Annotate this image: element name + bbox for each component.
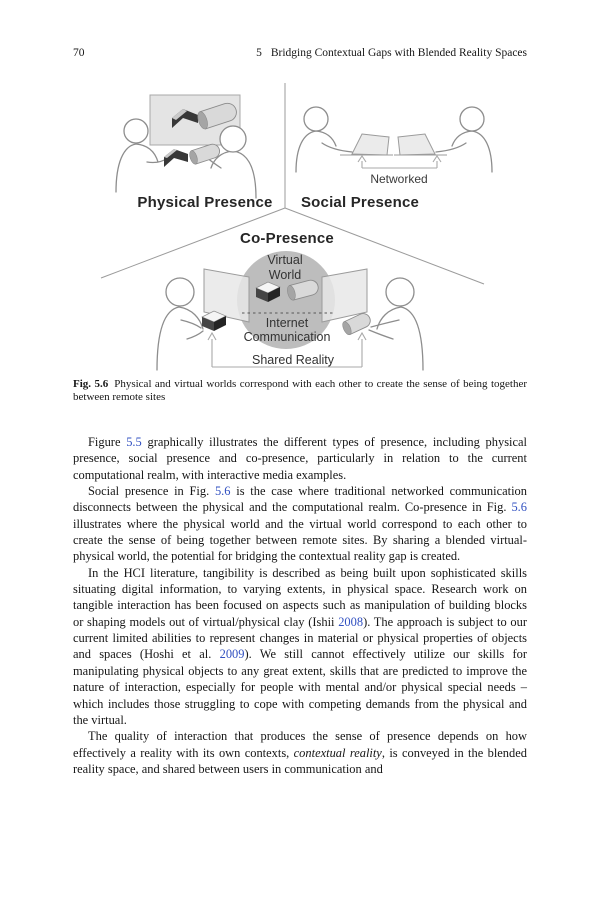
text-run: illustrates where the physical world and… bbox=[73, 516, 527, 564]
handheld-cylinder-object bbox=[342, 313, 371, 336]
virtual-world-label-line1: Virtual bbox=[267, 253, 302, 267]
cross-reference-link[interactable]: 2008 bbox=[338, 614, 364, 629]
display-panel bbox=[203, 268, 250, 323]
person-icon bbox=[156, 277, 204, 371]
handheld-wedge-object bbox=[164, 149, 188, 167]
co-presence-label: Co-Presence bbox=[240, 230, 334, 247]
paragraph: Figure 5.5 graphically illustrates the d… bbox=[73, 434, 527, 483]
virtual-world-circle bbox=[237, 251, 335, 349]
page-number: 70 bbox=[73, 47, 85, 59]
shared-reality-bracket bbox=[207, 331, 367, 368]
internet-label-line2: Communication bbox=[244, 330, 331, 344]
networked-label: Networked bbox=[370, 172, 427, 186]
laptop-icon bbox=[394, 133, 447, 156]
text-run: ). We still cannot effectively utilize o… bbox=[73, 647, 527, 727]
person-icon bbox=[115, 118, 169, 193]
networked-bracket bbox=[357, 155, 442, 169]
running-head: 5 Bridging Contextual Gaps with Blended R… bbox=[256, 46, 527, 60]
virtual-cylinder-object bbox=[287, 279, 319, 301]
person-icon bbox=[368, 277, 424, 371]
virtual-world-label-line2: World bbox=[269, 268, 301, 282]
text-run: In the HCI literature, tangibility is de… bbox=[73, 565, 527, 629]
body-text: Figure 5.5 graphically illustrates the d… bbox=[73, 434, 527, 777]
laptop-icon bbox=[340, 133, 393, 156]
person-icon bbox=[435, 106, 493, 173]
page-header: 70 5 Bridging Contextual Gaps with Blende… bbox=[73, 46, 527, 60]
wedge-object-on-screen bbox=[172, 109, 198, 128]
text-run: ). The approach is subject to our curren… bbox=[73, 614, 527, 662]
figure-caption-text: Physical and virtual worlds correspond w… bbox=[73, 378, 528, 404]
social-presence-scene: Networked bbox=[295, 106, 493, 186]
cross-reference-link[interactable]: 5.6 bbox=[511, 500, 527, 515]
text-run: contextual reality bbox=[293, 745, 382, 760]
handheld-box-object bbox=[201, 310, 227, 331]
figure-5-6-diagram: Networked Physical Presence Social Prese… bbox=[100, 83, 493, 371]
person-icon bbox=[295, 106, 353, 173]
paragraph: The quality of interaction that produces… bbox=[73, 728, 527, 777]
cross-reference-link[interactable]: 5.5 bbox=[126, 435, 142, 449]
handheld-cylinder-object bbox=[189, 143, 221, 165]
text-run: , is conveyed in the blended reality spa… bbox=[73, 745, 527, 776]
chapter-number: 5 bbox=[256, 47, 262, 59]
text-run: is the case where traditional networked … bbox=[73, 484, 527, 515]
cylinder-object-on-screen bbox=[197, 102, 237, 130]
physical-presence-label: Physical Presence bbox=[137, 194, 272, 211]
cross-reference-link[interactable]: 2009 bbox=[219, 647, 245, 662]
paragraph: Social presence in Fig. 5.6 is the case … bbox=[73, 483, 527, 565]
paragraph: In the HCI literature, tangibility is de… bbox=[73, 565, 527, 728]
virtual-box-object bbox=[255, 281, 281, 302]
social-presence-label: Social Presence bbox=[301, 194, 419, 211]
cross-reference-link[interactable]: 5.6 bbox=[214, 484, 231, 499]
shared-reality-label: Shared Reality bbox=[252, 353, 335, 367]
text-run: The quality of interaction that produces… bbox=[73, 729, 527, 760]
text-run: graphically illustrates the different ty… bbox=[73, 435, 527, 482]
text-run: Social presence in Fig. bbox=[88, 484, 215, 499]
text-run: Figure bbox=[88, 435, 127, 449]
co-presence-scene: Virtual World Internet Communication bbox=[156, 251, 424, 371]
figure-caption-label: Fig. 5.6 bbox=[73, 378, 109, 390]
running-head-title: Bridging Contextual Gaps with Blended Re… bbox=[270, 47, 527, 59]
divider-lines bbox=[100, 83, 485, 285]
internet-label-line1: Internet bbox=[266, 316, 309, 330]
physical-presence-scene bbox=[115, 94, 257, 199]
display-panel bbox=[321, 268, 368, 323]
